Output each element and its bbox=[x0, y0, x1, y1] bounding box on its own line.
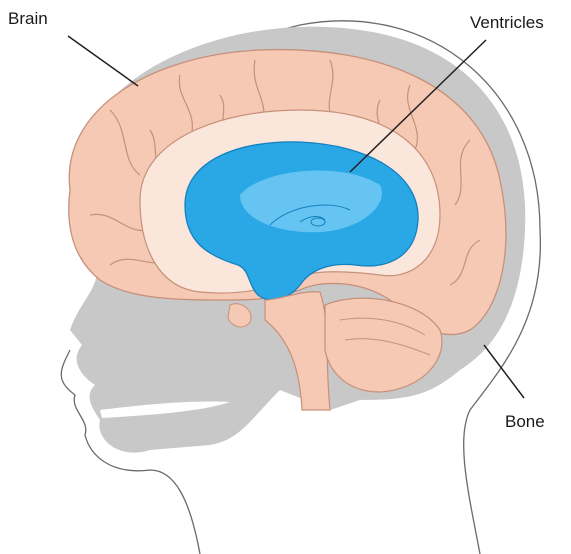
leader-line-bone bbox=[484, 345, 524, 398]
label-bone: Bone bbox=[505, 412, 545, 431]
leader-line-brain bbox=[68, 36, 138, 86]
label-ventricles: Ventricles bbox=[470, 13, 544, 32]
label-brain: Brain bbox=[8, 9, 48, 28]
